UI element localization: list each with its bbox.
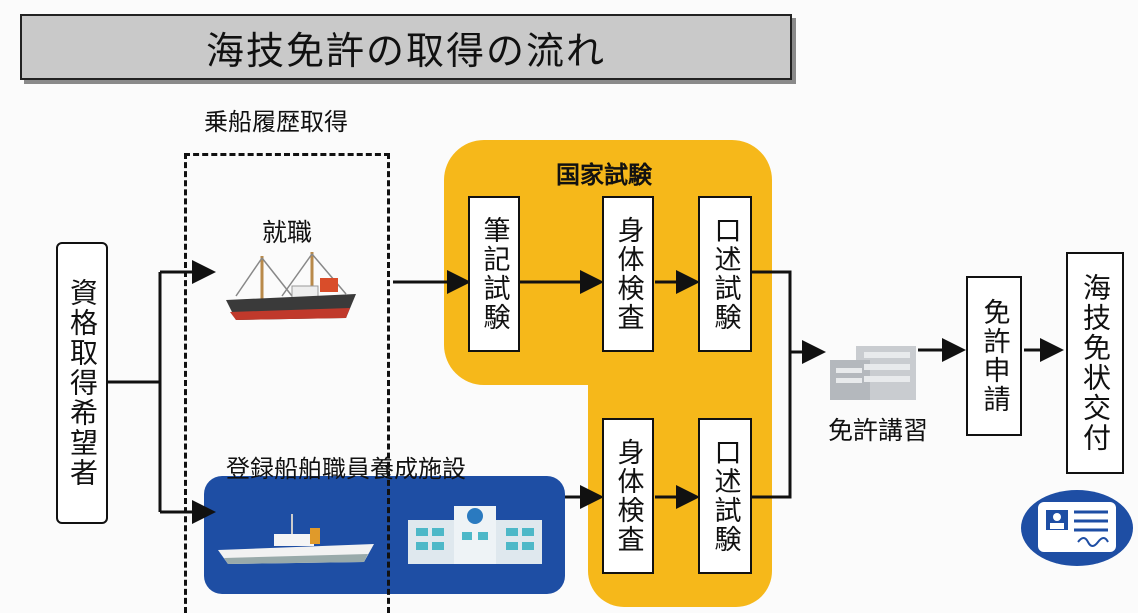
national-exam-label: 国家試験 [556, 161, 652, 189]
license-card-icon [1021, 490, 1133, 566]
physical-exam-box-bottom: 身体検査 [602, 418, 654, 574]
course-label: 免許講習 [828, 416, 929, 445]
written-exam-label: 筆記試験 [478, 216, 510, 332]
training-facility-label: 登録船舶職員養成施設 [226, 455, 466, 483]
training-ship-icon [218, 514, 374, 564]
merge-connector [752, 270, 792, 499]
oral-exam-label-bottom: 口述試験 [709, 438, 741, 554]
oral-exam-box-bottom: 口述試験 [698, 418, 752, 574]
oral-exam-label-top: 口述試験 [709, 216, 741, 332]
physical-exam-label-top: 身体検査 [612, 216, 644, 332]
issuance-box: 海技免状交付 [1066, 252, 1124, 474]
fishing-ship-icon [226, 252, 356, 320]
sea-service-label: 乗船履歴取得 [204, 108, 348, 136]
application-label: 免許申請 [978, 298, 1010, 414]
title-bar: 海技免許の取得の流れ [20, 14, 792, 80]
page-title: 海技免許の取得の流れ [205, 28, 606, 73]
applicant-box: 資格取得希望者 [56, 242, 108, 524]
application-box: 免許申請 [966, 276, 1022, 436]
employment-label: 就職 [262, 218, 313, 247]
written-exam-box: 筆記試験 [468, 196, 520, 352]
school-building-icon [408, 506, 542, 564]
applicant-label: 資格取得希望者 [66, 278, 99, 488]
course-building-icon [830, 346, 916, 400]
issuance-label: 海技免状交付 [1079, 273, 1112, 453]
oral-exam-box-top: 口述試験 [698, 196, 752, 352]
physical-exam-label-bottom: 身体検査 [612, 438, 644, 554]
sea-service-boundary [184, 153, 390, 613]
physical-exam-box-top: 身体検査 [602, 196, 654, 352]
